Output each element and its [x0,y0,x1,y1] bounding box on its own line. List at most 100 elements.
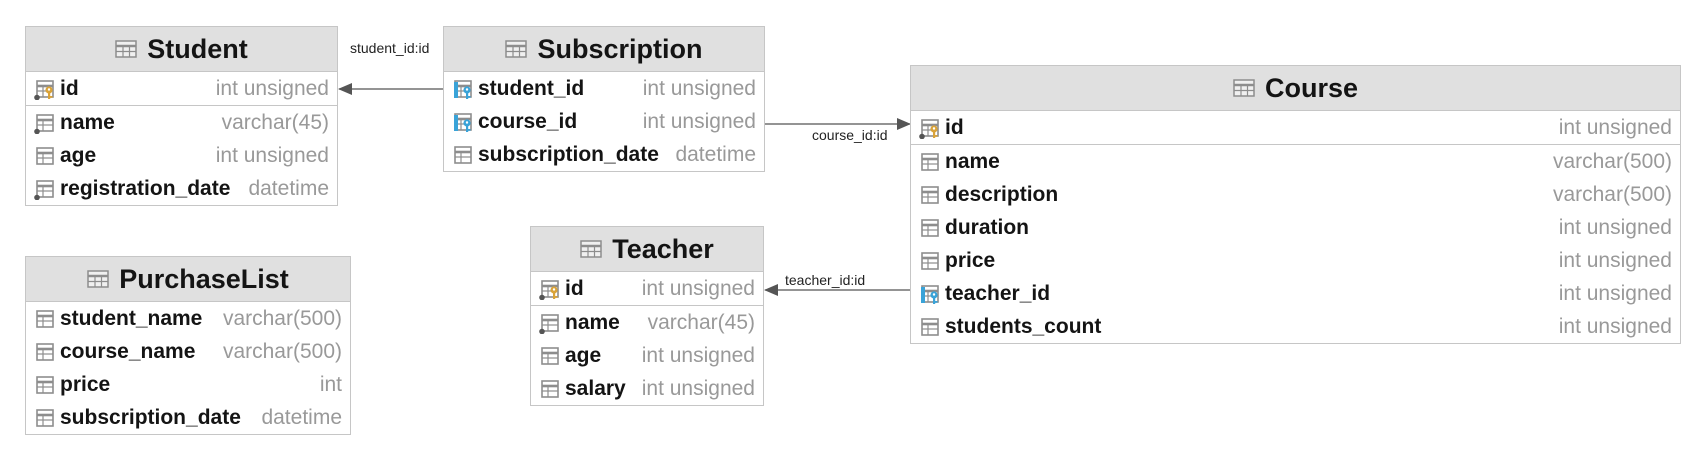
column-type: int [319,372,342,396]
column-type: int unsigned [642,109,756,133]
table-icon [1233,79,1255,97]
column-type: int unsigned [215,143,329,167]
table-name: Student [147,33,248,64]
primary-key-icon [34,79,54,100]
table-header: Student [26,27,337,72]
column-name: student_id [478,76,585,100]
column-type: int unsigned [641,276,755,300]
column-name: name [565,310,620,334]
table-icon [580,240,602,258]
relation-label-teacher-id: teacher_id:id [785,272,866,288]
column-name: age [565,343,602,367]
column-icon [921,152,939,171]
column-row[interactable]: age int unsigned [26,139,337,172]
column-row[interactable]: course_name varchar(500) [26,335,350,368]
column-name: subscription_date [478,142,659,166]
column-type: int unsigned [215,76,329,100]
table-icon [115,40,137,58]
table-student[interactable]: Student id int unsigned name varchar(45) age i… [25,26,338,206]
foreign-key-icon [454,112,472,132]
column-icon [36,342,54,361]
column-name: course_id [478,109,578,133]
column-name: price [60,372,111,396]
column-name: subscription_date [60,405,241,429]
column-type: varchar(500) [222,339,342,363]
column-row[interactable]: price int [26,368,350,401]
relation-label-course-id: course_id:id [812,127,888,143]
column-icon [921,185,939,204]
table-icon [87,270,109,288]
foreign-key-icon [454,79,472,99]
column-type: varchar(500) [1552,149,1672,173]
column-row[interactable]: age int unsigned [531,339,763,372]
column-row[interactable]: price int unsigned [911,244,1680,277]
not-null-column-icon [34,179,54,200]
column-row[interactable]: id int unsigned [26,72,337,106]
column-icon [921,251,939,270]
table-name: Course [1264,72,1359,103]
column-type: int unsigned [1558,281,1672,305]
column-icon [921,317,939,336]
table-name: Subscription [537,33,703,64]
column-row[interactable]: students_count int unsigned [911,310,1680,343]
table-header: PurchaseList [26,257,350,302]
column-name: id [60,76,79,100]
column-name: salary [565,376,626,400]
column-row[interactable]: subscription_date datetime [26,401,350,434]
column-type: int unsigned [1558,248,1672,272]
column-name: name [60,110,115,134]
column-name: duration [945,215,1029,239]
table-header: Subscription [444,27,764,72]
column-row[interactable]: subscription_date datetime [444,138,764,171]
table-name: Teacher [612,233,714,264]
column-row[interactable]: course_id int unsigned [444,105,764,138]
column-icon [921,218,939,237]
column-icon [36,375,54,394]
not-null-column-icon [34,113,54,134]
primary-key-icon [919,118,939,139]
column-type: int unsigned [1558,115,1672,139]
column-icon [36,408,54,427]
column-name: age [60,143,97,167]
column-name: price [945,248,996,272]
column-icon [541,346,559,365]
column-name: course_name [60,339,196,363]
column-row[interactable]: id int unsigned [531,272,763,306]
table-name: PurchaseList [119,263,289,294]
column-row[interactable]: student_id int unsigned [444,72,764,105]
column-type: varchar(45) [221,110,329,134]
foreign-key-icon [921,284,939,304]
column-type: datetime [675,142,756,166]
table-header: Teacher [531,227,763,272]
column-icon [541,379,559,398]
column-type: int unsigned [1558,314,1672,338]
column-icon [36,146,54,165]
column-type: int unsigned [642,76,756,100]
column-type: datetime [261,405,342,429]
column-name: students_count [945,314,1102,338]
column-row[interactable]: name varchar(45) [26,106,337,139]
column-name: id [565,276,584,300]
table-icon [505,40,528,58]
column-row[interactable]: salary int unsigned [531,372,763,405]
column-type: varchar(500) [1552,182,1672,206]
column-type: int unsigned [641,343,755,367]
not-null-column-icon [539,313,559,334]
column-name: student_name [60,306,203,330]
column-type: int unsigned [641,376,755,400]
column-icon [454,145,472,164]
table-header: Course [911,66,1680,111]
